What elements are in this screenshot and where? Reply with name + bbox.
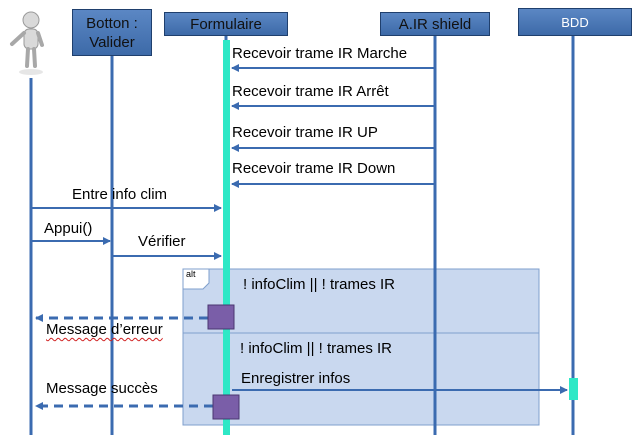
message-label-down: Recevoir trame IR Down bbox=[232, 160, 396, 177]
execution-box-erreur bbox=[207, 304, 235, 330]
activation-form bbox=[223, 40, 230, 435]
actor-icon bbox=[10, 11, 44, 75]
message-label-enregistrer: Enregistrer infos bbox=[241, 370, 351, 387]
message-label-erreur: Message d’erreur bbox=[46, 321, 163, 338]
message-label-succes: Message succès bbox=[46, 380, 158, 397]
activation-bdd bbox=[569, 378, 578, 400]
message-label-verifier: Vérifier bbox=[138, 233, 186, 250]
lifeline-header-button: Botton : Valider bbox=[72, 9, 152, 56]
lifeline-header-bdd: BDD bbox=[518, 8, 632, 36]
alt-tag-label: alt bbox=[186, 269, 196, 279]
execution-box-succes bbox=[212, 394, 240, 420]
message-label-marche: Recevoir trame IR Marche bbox=[232, 45, 408, 62]
lifeline-header-shield: A.IR shield bbox=[380, 12, 490, 36]
alt-tag-box bbox=[182, 268, 210, 290]
message-label-arret: Recevoir trame IR Arrêt bbox=[232, 83, 389, 100]
alt-fragment bbox=[182, 268, 540, 426]
alt-guard-1: ! infoClim || ! trames IR bbox=[243, 276, 395, 293]
message-label-appui: Appui() bbox=[44, 220, 93, 237]
message-label-entre-info: Entre info clim bbox=[72, 186, 168, 203]
lifeline-header-form: Formulaire bbox=[164, 12, 288, 36]
message-label-up: Recevoir trame IR UP bbox=[232, 124, 378, 141]
alt-guard-2: ! infoClim || ! trames IR bbox=[240, 340, 392, 357]
